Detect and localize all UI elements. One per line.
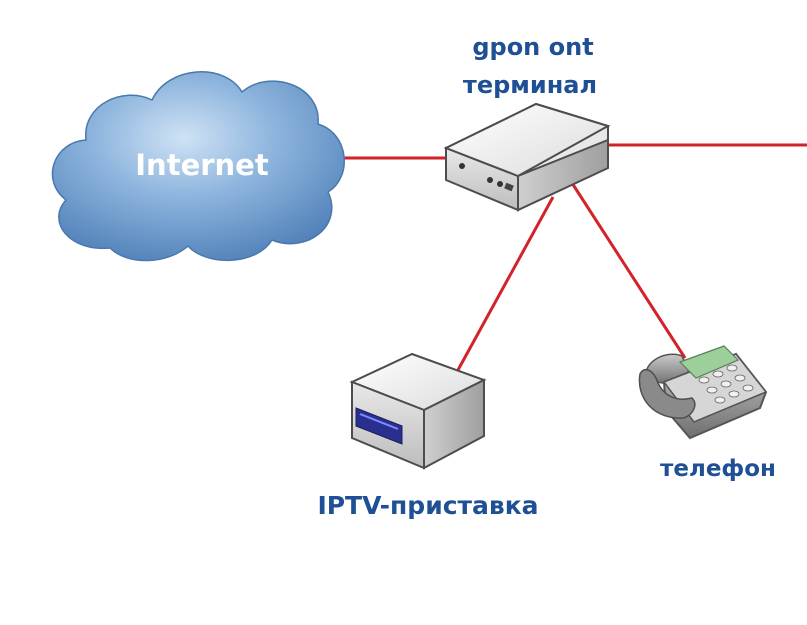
phone-label: телефон (660, 456, 776, 482)
internet-cloud-icon (51, 71, 345, 262)
link-terminal-phone (570, 182, 687, 359)
iptv-label: IPTV-приставка (317, 491, 538, 520)
terminal-label-line1: gpon ont (472, 33, 593, 61)
link-terminal-iptv (456, 196, 555, 371)
ont-terminal-icon (443, 102, 611, 212)
iptv-box-icon (349, 352, 487, 470)
telephone-icon (638, 345, 768, 440)
terminal-label-line2: терминал (463, 71, 597, 99)
internet-label: Internet (135, 148, 269, 182)
